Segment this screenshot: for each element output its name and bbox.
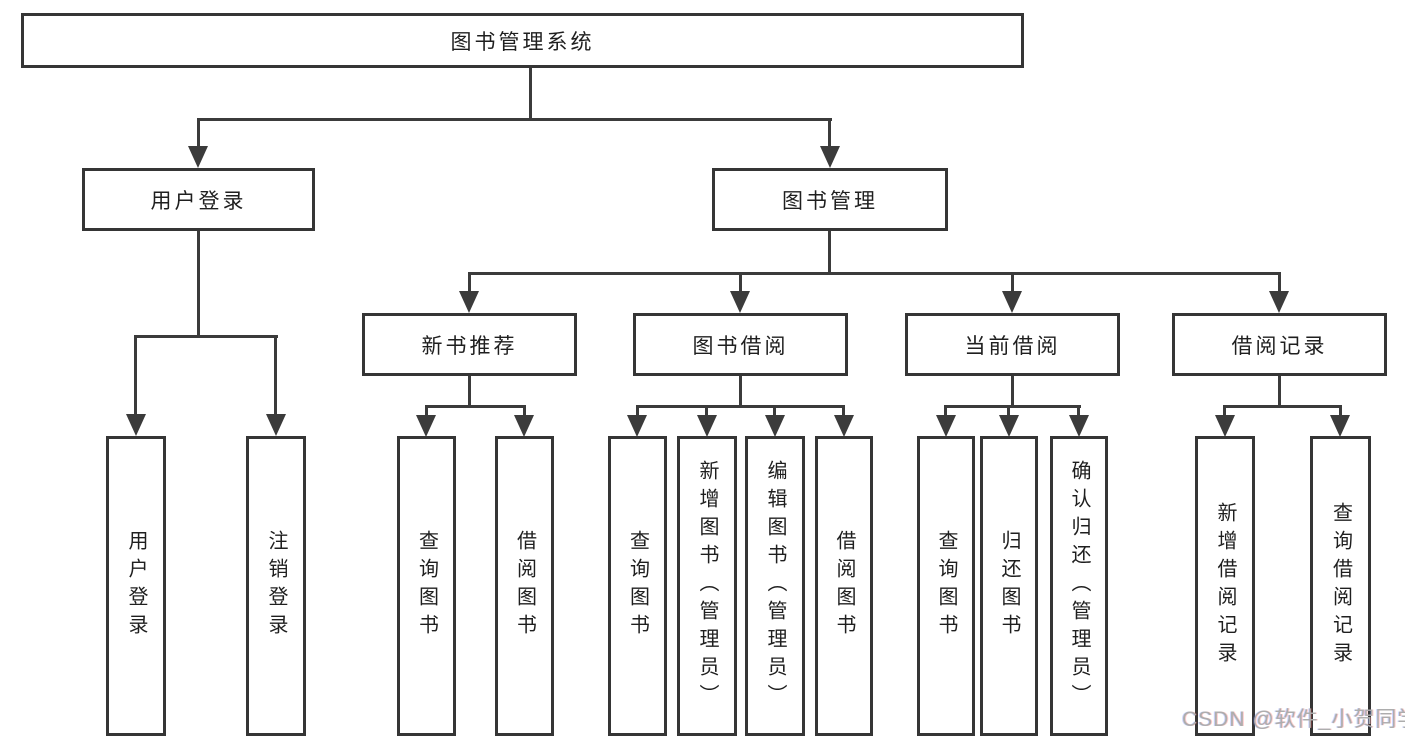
node-query-books-current: 查询图书 [917,436,975,736]
node-label: 借阅记录 [1231,334,1328,358]
connector-drop [468,272,471,293]
connector-stem [1011,376,1014,407]
arrow-down-icon [1002,291,1022,313]
node-book-management: 图书管理 [712,168,948,231]
node-user-login-action: 用户登录 [106,436,166,736]
node-label: 新增借阅记录 [1214,502,1236,670]
node-query-books-recommend: 查询图书 [397,436,456,736]
arrow-down-icon [188,146,208,168]
node-current-borrowing: 当前借阅 [905,313,1120,376]
connector-stem [828,231,831,275]
connector-stem [197,231,200,338]
arrow-down-icon [126,414,146,436]
connector-drop [523,405,526,417]
node-borrow-books: 借阅图书 [815,436,873,736]
node-label: 图书借阅 [692,334,789,358]
connector-branch [944,405,1081,408]
node-user-login: 用户登录 [82,168,315,231]
connector-drop [1278,272,1281,293]
connector-drop [828,118,831,148]
connector-stem [1278,376,1281,407]
connector-drop [1339,405,1342,417]
arrow-down-icon [697,415,717,437]
connector-drop [705,405,708,417]
connector-stem [468,376,471,407]
arrow-down-icon [1069,415,1089,437]
arrow-down-icon [834,415,854,437]
connector-stem [739,376,742,407]
arrow-down-icon [627,415,647,437]
connector-branch [134,335,278,338]
node-label: 用户登录 [125,530,147,642]
node-library-management-system: 图书管理系统 [21,13,1024,68]
node-label: 图书管理系统 [450,30,595,54]
arrow-down-icon [266,414,286,436]
arrow-down-icon [1269,291,1289,313]
arrow-down-icon [459,291,479,313]
node-label: 查询借阅记录 [1329,502,1352,670]
node-label: 新增图书（管理员） [696,460,718,712]
node-label: 新书推荐 [421,334,518,358]
connector-root-stem [529,68,532,121]
connector-drop [1223,405,1226,417]
node-label: 借阅图书 [513,530,536,642]
connector-drop [134,335,137,415]
arrow-down-icon [765,415,785,437]
node-return-books: 归还图书 [980,436,1038,736]
node-add-books-admin: 新增图书（管理员） [677,436,737,736]
node-label: 注销登录 [265,530,287,642]
csdn-watermark: CSDN @软件_小贺同学 [1182,708,1405,731]
arrow-down-icon [1215,415,1235,437]
node-new-book-recommend: 新书推荐 [362,313,577,376]
connector-drop [773,405,776,417]
node-label: 编辑图书（管理员） [764,460,786,712]
arrow-down-icon [1330,415,1350,437]
connector-drop [1077,405,1080,417]
node-label: 当前借阅 [964,334,1061,358]
node-borrowing-records: 借阅记录 [1172,313,1387,376]
connector-drop [1011,272,1014,293]
node-label: 借阅图书 [833,530,855,642]
arrow-down-icon [820,146,840,168]
node-add-borrow-record: 新增借阅记录 [1195,436,1255,736]
connector-drop [944,405,947,417]
node-label: 用户登录 [150,189,247,213]
node-label: 查询图书 [935,530,957,642]
node-logout: 注销登录 [246,436,306,736]
connector-drop [739,272,742,293]
arrow-down-icon [730,291,750,313]
arrow-down-icon [936,415,956,437]
node-book-borrowing: 图书借阅 [633,313,848,376]
node-label: 确认归还（管理员） [1068,460,1090,712]
arrow-down-icon [416,415,436,437]
node-query-borrow-record: 查询借阅记录 [1310,436,1371,736]
connector-branch [1223,405,1342,408]
connector-drop [1007,405,1010,417]
node-label: 查询图书 [415,530,438,642]
connector-drop [274,335,277,415]
connector-drop [197,118,200,148]
node-label: 归还图书 [998,530,1020,642]
connector-drop [425,405,428,417]
node-label: 图书管理 [782,189,878,213]
arrow-down-icon [514,415,534,437]
connector-branch [468,272,1281,275]
node-label: 查询图书 [626,530,649,642]
node-query-books-borrowing: 查询图书 [608,436,667,736]
node-borrow-books-recommend: 借阅图书 [495,436,554,736]
connector-drop [842,405,845,417]
connector-drop [636,405,639,417]
arrow-down-icon [999,415,1019,437]
node-confirm-return-admin: 确认归还（管理员） [1050,436,1108,736]
connector-branch [636,405,845,408]
connector-root-branch [197,118,832,121]
node-edit-books-admin: 编辑图书（管理员） [745,436,805,736]
connector-branch [425,405,526,408]
